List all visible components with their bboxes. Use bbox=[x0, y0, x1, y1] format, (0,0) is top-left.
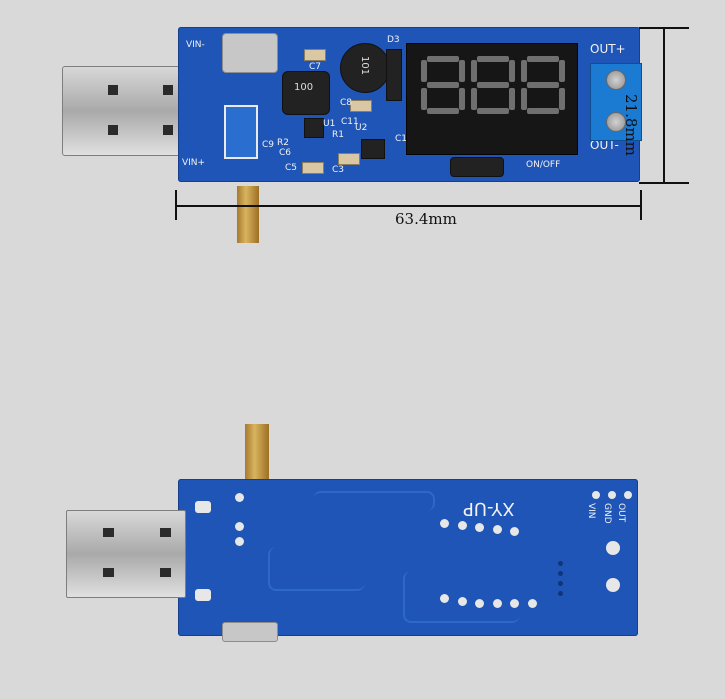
pcb-trace bbox=[313, 491, 435, 511]
solder-pad bbox=[608, 491, 616, 499]
smd-part bbox=[350, 100, 372, 112]
label-c8: C8 bbox=[340, 98, 353, 108]
label-out-plus: OUT+ bbox=[590, 42, 626, 56]
dimension-tick bbox=[639, 182, 689, 184]
width-dimension-label: 63.4mm bbox=[395, 210, 457, 228]
micro-usb-port bbox=[222, 33, 278, 73]
solder-pad bbox=[606, 541, 620, 555]
output-terminal bbox=[590, 63, 642, 141]
label-r2: R2 bbox=[277, 138, 289, 148]
label-c11: C11 bbox=[341, 117, 359, 127]
inductor-small-label: 100 bbox=[294, 82, 314, 93]
ic-u1 bbox=[304, 118, 324, 138]
on-off-switch bbox=[450, 157, 504, 177]
solder-pad bbox=[195, 589, 211, 601]
usb-plug-bottom bbox=[66, 510, 186, 598]
mount-hole bbox=[558, 571, 563, 576]
dimension-line-width bbox=[176, 205, 642, 207]
solder-pad bbox=[475, 599, 484, 608]
terminal-screw bbox=[606, 70, 626, 90]
height-dimension-label: 21.8mm bbox=[622, 94, 640, 156]
smd-part bbox=[304, 49, 326, 61]
label-out-minus: OUT- bbox=[590, 138, 619, 152]
label-c1: C1 bbox=[395, 134, 408, 144]
smd-part bbox=[338, 153, 360, 165]
inductor-large-label: 101 bbox=[359, 55, 371, 76]
digit-1 bbox=[421, 56, 465, 114]
trim-potentiometer bbox=[224, 105, 258, 159]
solder-pad bbox=[235, 522, 244, 531]
bottom-board-label: XY-UP bbox=[463, 498, 515, 519]
label-c5: C5 bbox=[285, 163, 298, 173]
micro-usb-port-bottom bbox=[222, 622, 278, 642]
solder-pad bbox=[592, 491, 600, 499]
solder-pad bbox=[195, 501, 211, 513]
inductor-small: 100 bbox=[282, 71, 330, 115]
solder-pad bbox=[510, 599, 519, 608]
solder-pad bbox=[528, 599, 537, 608]
inductor-large: 101 bbox=[340, 43, 390, 93]
solder-pad bbox=[493, 599, 502, 608]
mount-hole bbox=[558, 591, 563, 596]
pcb-bottom: XY-UP OUT GND VIN bbox=[178, 479, 638, 636]
usb-hole bbox=[160, 528, 171, 537]
solder-pad bbox=[510, 527, 519, 536]
label-c9: C9 bbox=[262, 140, 275, 150]
usb-hole bbox=[163, 125, 173, 135]
pot-shaft-top bbox=[237, 186, 259, 243]
ic-u2 bbox=[361, 139, 385, 159]
bottom-view: XY-UP OUT GND VIN bbox=[0, 410, 725, 660]
solder-pad bbox=[606, 578, 620, 592]
pcb-trace bbox=[403, 571, 520, 623]
pot-shaft-bottom bbox=[245, 424, 269, 487]
digit-3 bbox=[521, 56, 565, 114]
solder-pad bbox=[235, 493, 244, 502]
label-vin-plus: VIN+ bbox=[182, 158, 206, 168]
top-view: VIN- VIN+ OUT+ OUT- ON/OFF 100 101 D3 C7… bbox=[0, 0, 725, 260]
solder-pad bbox=[493, 525, 502, 534]
label-c6: C6 bbox=[279, 148, 292, 158]
solder-pad bbox=[458, 597, 467, 606]
label-vin-minus: VIN- bbox=[186, 40, 205, 50]
solder-pad bbox=[440, 519, 449, 528]
label-c3: C3 bbox=[332, 165, 345, 175]
solder-pad bbox=[458, 521, 467, 530]
solder-pad bbox=[624, 491, 632, 499]
pin-label-gnd: GND bbox=[602, 503, 612, 524]
usb-hole bbox=[103, 528, 114, 537]
pcb-trace bbox=[268, 547, 365, 591]
pin-label-out: OUT bbox=[616, 503, 626, 523]
usb-hole bbox=[160, 568, 171, 577]
label-r1: R1 bbox=[332, 130, 344, 140]
smd-part bbox=[302, 162, 324, 174]
mount-hole bbox=[558, 561, 563, 566]
usb-hole bbox=[108, 125, 118, 135]
pcb-top: VIN- VIN+ OUT+ OUT- ON/OFF 100 101 D3 C7… bbox=[178, 27, 642, 182]
solder-pad bbox=[235, 537, 244, 546]
digit-2 bbox=[471, 56, 515, 114]
dimension-tick bbox=[640, 190, 642, 220]
mount-hole bbox=[558, 581, 563, 586]
terminal-screw bbox=[606, 112, 626, 132]
solder-pad bbox=[475, 523, 484, 532]
solder-pad bbox=[440, 594, 449, 603]
dimension-line-height bbox=[663, 28, 665, 182]
label-u1: U1 bbox=[323, 119, 336, 129]
dimension-tick bbox=[639, 27, 689, 29]
seven-segment-display bbox=[406, 43, 578, 155]
dimension-tick bbox=[175, 190, 177, 220]
label-on-off: ON/OFF bbox=[526, 160, 561, 170]
usb-hole bbox=[103, 568, 114, 577]
usb-hole bbox=[108, 85, 118, 95]
smd-part-dark bbox=[386, 49, 402, 101]
label-d3: D3 bbox=[387, 35, 400, 45]
label-c7: C7 bbox=[309, 62, 322, 72]
label-u2: U2 bbox=[355, 123, 368, 133]
pin-label-vin: VIN bbox=[586, 503, 596, 519]
usb-hole bbox=[163, 85, 173, 95]
